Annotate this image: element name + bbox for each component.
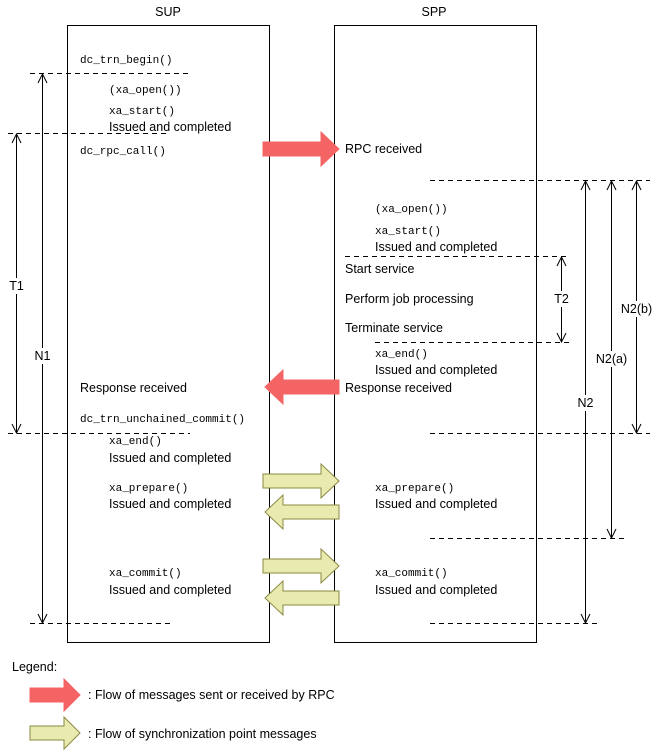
- sup-response-received: Response received: [80, 381, 187, 395]
- spp-start-service: Start service: [345, 262, 415, 276]
- sup-xa-end: xa_end(): [109, 436, 162, 448]
- sup-trn-begin: dc_trn_begin(): [80, 55, 172, 67]
- spp-response-received: Response received: [345, 381, 452, 395]
- sup-xa-prepare: xa_prepare(): [109, 483, 188, 495]
- n2a-label: N2(a): [596, 352, 627, 366]
- spp-process-box: [334, 25, 537, 643]
- t1-label: T1: [9, 279, 24, 293]
- spp-xa-open: (xa_open()): [375, 204, 448, 216]
- n2-label: N2: [578, 396, 594, 410]
- n1-label: N1: [35, 349, 51, 363]
- sync-prepare-response-arrow: [264, 493, 340, 531]
- sup-xa-commit: xa_commit(): [109, 568, 182, 580]
- legend-sync-flow-text: : Flow of synchronization point messages: [88, 727, 317, 741]
- n2b-label: N2(b): [621, 302, 652, 316]
- spp-issued-completed-2: Issued and completed: [375, 363, 497, 377]
- spp-perform-job: Perform job processing: [345, 292, 474, 306]
- rpc-request-arrow: [262, 130, 340, 168]
- spp-rpc-received: RPC received: [345, 142, 422, 156]
- rpc-response-arrow: [264, 368, 340, 406]
- spp-xa-commit: xa_commit(): [375, 568, 448, 580]
- legend-rpc-arrow-icon: [29, 677, 81, 713]
- sync-prepare-request-arrow: [262, 462, 340, 500]
- spp-xa-prepare: xa_prepare(): [375, 483, 454, 495]
- sup-xa-open: (xa_open()): [109, 85, 182, 97]
- spp-terminate-service: Terminate service: [345, 321, 443, 335]
- spp-header: SPP: [421, 5, 446, 19]
- sync-commit-response-arrow: [264, 579, 340, 617]
- spp-issued-completed-1: Issued and completed: [375, 240, 497, 254]
- sup-issued-completed-3: Issued and completed: [109, 497, 231, 511]
- sup-issued-completed-2: Issued and completed: [109, 451, 231, 465]
- spp-issued-completed-3: Issued and completed: [375, 497, 497, 511]
- legend-sync-arrow-icon: [29, 715, 81, 751]
- sup-rpc-call: dc_rpc_call(): [80, 146, 166, 158]
- sup-process-box: [67, 25, 270, 643]
- legend-title: Legend:: [12, 660, 57, 674]
- sup-header: SUP: [155, 5, 181, 19]
- sup-xa-start: xa_start(): [109, 106, 175, 118]
- sup-issued-completed-4: Issued and completed: [109, 583, 231, 597]
- spp-issued-completed-4: Issued and completed: [375, 583, 497, 597]
- sup-issued-completed-1: Issued and completed: [109, 120, 231, 134]
- spp-xa-start: xa_start(): [375, 226, 441, 238]
- sync-commit-request-arrow: [262, 547, 340, 585]
- sup-trn-unchained-commit: dc_trn_unchained_commit(): [80, 414, 245, 426]
- legend-rpc-flow-text: : Flow of messages sent or received by R…: [88, 688, 335, 702]
- t2-label: T2: [554, 292, 569, 306]
- spp-xa-end: xa_end(): [375, 349, 428, 361]
